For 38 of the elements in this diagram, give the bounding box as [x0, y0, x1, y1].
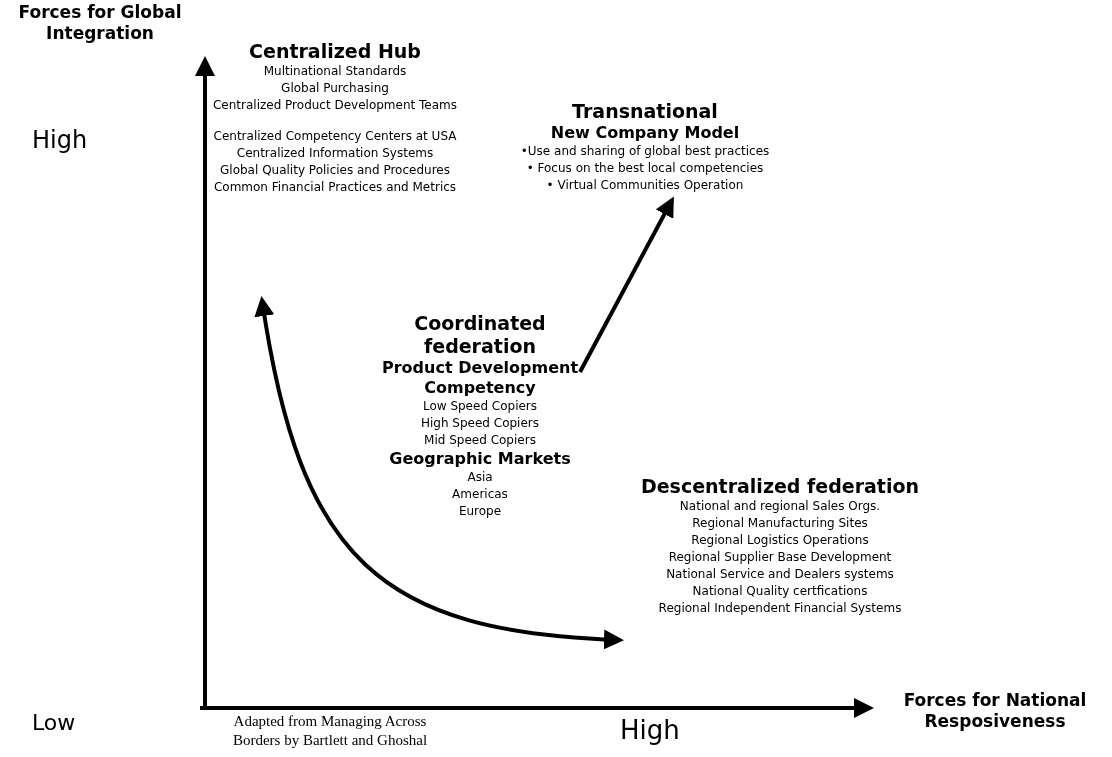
axis-title: Forces for Global Integration [17, 2, 183, 44]
list-item: •Use and sharing of global best practices [519, 143, 771, 160]
list-item: Centralized Information Systems [235, 145, 435, 162]
list-item: Americas [451, 486, 509, 503]
list-item: National Service and Dealers systems [665, 566, 895, 583]
list-item: National Quality certfications [691, 583, 869, 600]
list-item: Global Quality Policies and Procedures [219, 162, 451, 179]
list-item: Mid Speed Copiers [423, 432, 537, 449]
list-item: Common Financial Practices and Metrics [212, 179, 458, 196]
list-item: Europe [457, 503, 503, 520]
axis-value: High [620, 715, 680, 745]
list-item: Centralized Competency Centers at USA [212, 128, 458, 145]
quadrant-heading: Centralized Hub [248, 40, 422, 63]
list-item: Global Purchasing [280, 80, 390, 97]
list-item: Regional Supplier Base Development [667, 549, 893, 566]
quadrant-heading: Transnational [571, 100, 719, 123]
list-item: High Speed Copiers [419, 415, 541, 432]
list-item: Asia [466, 469, 494, 486]
list-item: Regional Manufacturing Sites [691, 515, 869, 532]
list-item: • Focus on the best local competencies [525, 160, 765, 177]
list-item: Regional Independent Financial Systems [657, 600, 903, 617]
caption: Adapted from Managing Across Borders by Bartlett and Ghoshal [231, 712, 429, 750]
arrow [254, 296, 624, 649]
list-item: • Virtual Communities Operation [545, 177, 745, 194]
axis-value: High [32, 126, 88, 154]
quadrant-heading: Descentralized federation [639, 475, 921, 498]
subheading: Geographic Markets [388, 449, 572, 469]
axis-value: Low [32, 710, 76, 735]
list-item: Regional Logistics Operations [690, 532, 870, 549]
list-item: National and regional Sales Orgs. [678, 498, 882, 515]
subheading: Product Development Competency [380, 358, 580, 398]
axis-title: Forces for National Resposiveness [902, 690, 1088, 732]
list-item: Centralized Product Development Teams [211, 97, 459, 114]
arrow [578, 196, 674, 373]
quadrant-heading: Coordinated federation [413, 312, 547, 358]
list-item: Multinational Standards [262, 63, 408, 80]
list-item: Low Speed Copiers [421, 398, 539, 415]
subheading: New Company Model [549, 123, 741, 143]
